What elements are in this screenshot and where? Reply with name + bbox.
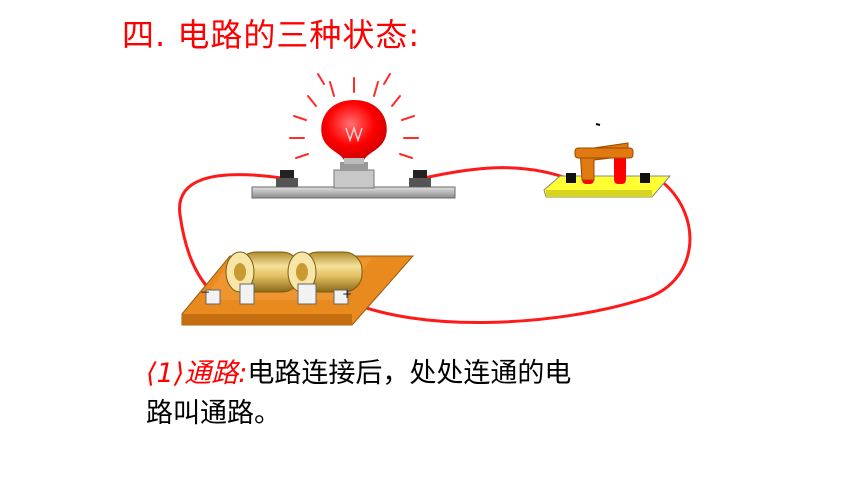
light-bulb-icon <box>289 73 419 164</box>
wire-right <box>341 178 692 324</box>
knife-switch <box>543 123 672 198</box>
wires <box>178 166 692 324</box>
definition-term: ⟨1⟩通路: <box>146 358 248 389</box>
definition-line1: 电路连接后，处处连通的电 <box>247 358 572 389</box>
battery-box: − + <box>181 251 415 326</box>
lamp-holder <box>251 162 456 199</box>
battery-plus-label: + <box>342 287 352 301</box>
battery-minus-label: − <box>200 285 210 299</box>
definition-line2: 路叫通路。 <box>146 398 281 429</box>
definition-text: ⟨1⟩通路:电路连接后，处处连通的电 路叫通路。 <box>146 354 706 434</box>
wire-left <box>178 173 284 294</box>
battery-cell-left <box>225 251 301 293</box>
wire-top <box>422 166 574 182</box>
battery-cell-right <box>287 251 363 293</box>
slide-title: 四. 电路的三种状态: <box>122 16 421 54</box>
